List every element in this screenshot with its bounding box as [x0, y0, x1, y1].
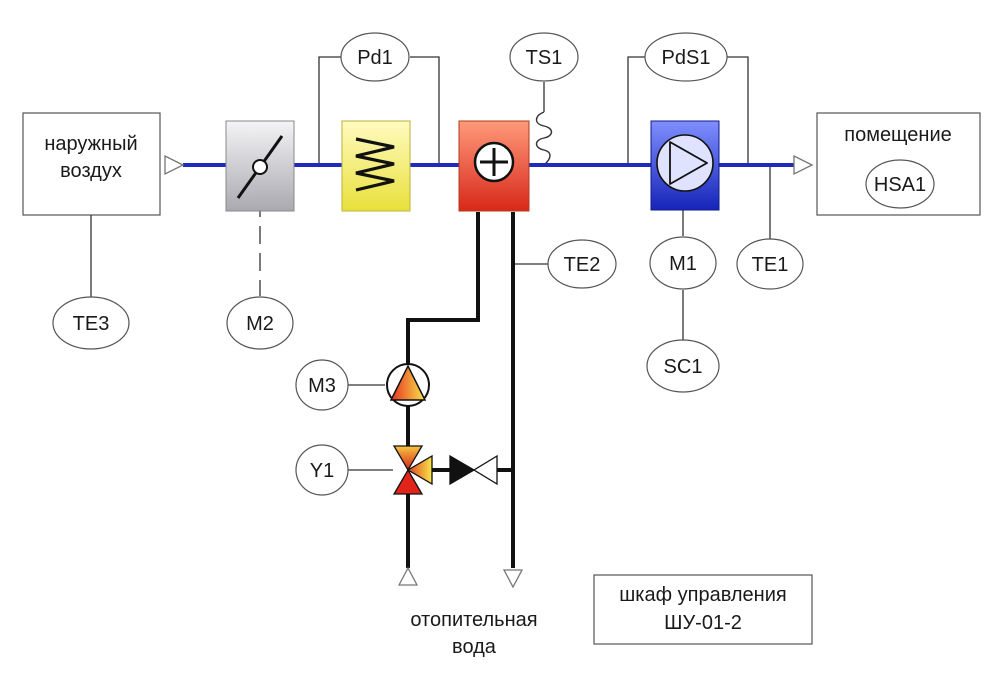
room-alarm-hsa1: HSA1 — [874, 174, 926, 196]
sensor-te3: TE3 — [73, 313, 110, 335]
control-cabinet-box: шкаф управления ШУ-01-2 — [593, 574, 813, 645]
water-return-arrow-icon — [502, 569, 524, 589]
heating-water-line2: вода — [452, 636, 497, 658]
water-heater-icon — [458, 120, 530, 212]
control-cabinet-line1: шкаф управления — [619, 584, 786, 606]
control-cabinet-line2: ШУ-01-2 — [664, 612, 742, 634]
outside-air-label-line1: наружный — [44, 133, 137, 155]
sensor-te1: TE1 — [752, 254, 789, 276]
sensor-m2: M2 — [246, 313, 274, 335]
air-inlet-arrow-icon — [164, 154, 185, 176]
check-valve-icon — [449, 454, 498, 486]
sensor-y1: Y1 — [310, 460, 334, 482]
sensor-sc1: SC1 — [664, 356, 703, 378]
sensor-pd1: Pd1 — [357, 47, 393, 69]
room-label: помещение — [844, 124, 952, 146]
circulation-pump-icon — [386, 363, 430, 407]
sensor-connector-lines — [90, 56, 771, 471]
outside-air-box: наружный воздух — [22, 112, 161, 216]
heating-water-line1: отопительная — [410, 609, 537, 631]
sensor-ts1: TS1 — [526, 47, 563, 69]
water-pipes — [406, 212, 515, 568]
water-supply-arrow-icon — [397, 566, 419, 586]
three-way-valve-icon — [392, 445, 433, 495]
air-outlet-arrow-icon — [793, 154, 814, 176]
outside-air-label-line2: воздух — [60, 160, 122, 182]
sensor-ellipses — [52, 32, 935, 496]
supply-fan-icon — [650, 120, 720, 211]
temperature-sensor-coil-icon — [535, 111, 553, 166]
air-filter-icon — [341, 120, 411, 212]
sensor-pds1: PdS1 — [662, 47, 711, 69]
sensor-m1: M1 — [669, 253, 697, 275]
sensor-te2: TE2 — [564, 254, 601, 276]
air-damper-icon — [225, 120, 295, 212]
sensor-m3: M3 — [308, 375, 336, 397]
